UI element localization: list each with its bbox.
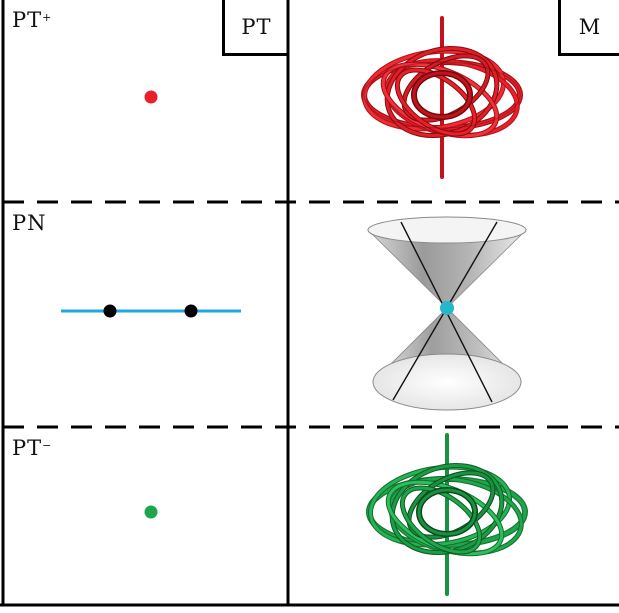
row-top-label-sign: +	[42, 11, 53, 24]
right-column-header: M	[558, 0, 619, 56]
row-bottom-label-sign: −	[42, 439, 53, 452]
black-point-left	[103, 304, 117, 318]
green-point	[144, 505, 158, 519]
row-top-label-base: PT	[12, 8, 43, 32]
cyan-apex-point	[440, 301, 454, 315]
right-column-header-label: M	[578, 14, 602, 39]
green-torus-knot	[366, 433, 528, 596]
left-column-header-label: PT	[241, 14, 272, 39]
row-bottom-label: PT−	[12, 436, 52, 460]
black-point-right	[184, 304, 198, 318]
red-torus-knot	[361, 16, 523, 179]
row-mid-label-text: PN	[12, 211, 47, 235]
double-cone	[367, 216, 527, 411]
row-bottom-label-base: PT	[12, 436, 43, 460]
left-column-header: PT	[222, 0, 288, 56]
row-mid-label: PN	[12, 211, 47, 235]
red-point	[144, 90, 158, 104]
row-top-label: PT+	[12, 8, 52, 32]
